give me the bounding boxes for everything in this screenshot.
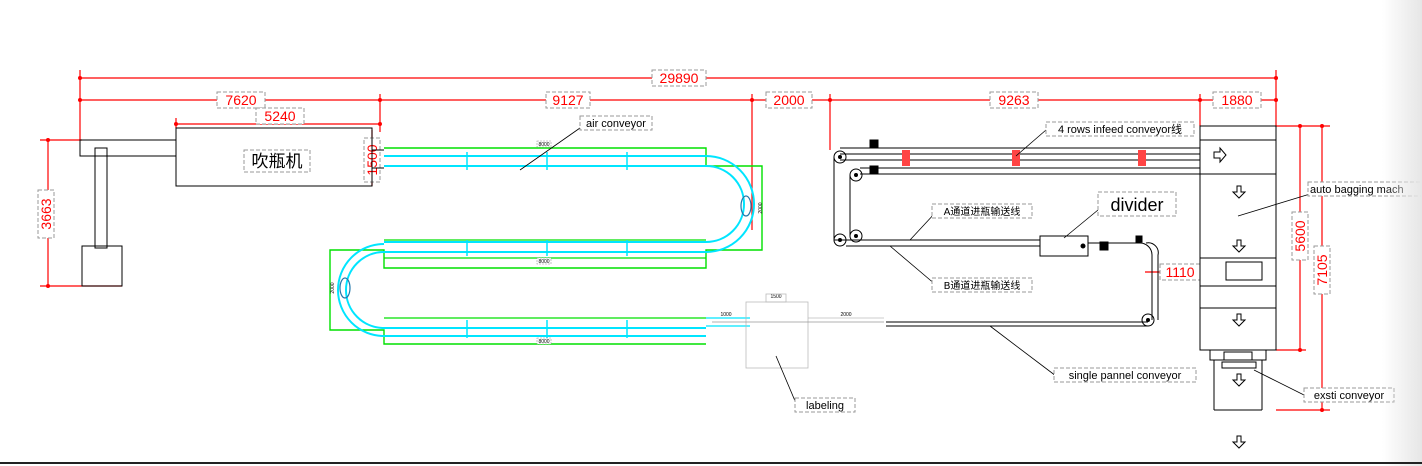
svg-text:1110: 1110 [1165, 264, 1194, 280]
dimension-label-divider-offset: 1110 [1159, 263, 1201, 281]
svg-text:9263: 9263 [998, 92, 1029, 108]
svg-text:3663: 3663 [38, 198, 54, 229]
dimension-label-left-height: 3663 [37, 189, 55, 239]
svg-text:divider: divider [1110, 195, 1163, 215]
dimension-arrows [46, 76, 1324, 412]
page-edge-shadow [1382, 0, 1422, 466]
svg-text:8000: 8000 [538, 142, 549, 148]
dimension-label-bag: 1880 [1212, 91, 1262, 109]
dimension-label-blow: 7620 [216, 91, 266, 109]
exit-conveyor-label: exsti conveyor [1253, 369, 1395, 403]
svg-text:B通道进瓶输送线: B通道进瓶输送线 [944, 279, 1021, 292]
dimension-label-bag-height: 5600 [1291, 211, 1309, 261]
svg-text:4 rows infeed conveyor线: 4 rows infeed conveyor线 [1058, 122, 1182, 136]
svg-text:7105: 7105 [1314, 254, 1330, 285]
svg-text:1500: 1500 [770, 294, 781, 300]
dimension-label-gap: 2000 [765, 91, 813, 109]
dimension-label-air: 9127 [545, 91, 591, 109]
svg-text:air conveyor: air conveyor [586, 118, 646, 130]
infeed-label: 4 rows infeed conveyor线 [1015, 121, 1195, 157]
infeed-red-rollers [902, 150, 1146, 166]
svg-text:9127: 9127 [552, 92, 583, 108]
svg-text:1000: 1000 [720, 312, 731, 318]
svg-text:2000: 2000 [758, 202, 764, 213]
svg-text:single pannel conveyor: single pannel conveyor [1069, 370, 1182, 382]
blow-machine [79, 127, 384, 287]
single-pannel-label: single pannel conveyor [989, 325, 1197, 383]
svg-text:2000: 2000 [773, 92, 804, 108]
svg-text:labeling: labeling [806, 400, 844, 412]
svg-text:1880: 1880 [1221, 92, 1252, 108]
svg-text:A通道进瓶输送线: A通道进瓶输送线 [944, 205, 1021, 218]
labeling-label: labeling [794, 397, 856, 413]
b-channel-label: B通道进瓶输送线 [889, 245, 1033, 293]
svg-text:5240: 5240 [264, 108, 295, 124]
svg-text:29890: 29890 [660, 70, 699, 86]
svg-text:7620: 7620 [225, 92, 256, 108]
auto-bagging-machine [1199, 125, 1277, 411]
svg-text:8000: 8000 [538, 339, 549, 345]
svg-text:吹瓶机: 吹瓶机 [252, 152, 303, 172]
svg-text:2000: 2000 [840, 312, 851, 318]
svg-text:8000: 8000 [538, 259, 549, 265]
labeling-machine [712, 293, 884, 409]
dimension-label-overall: 29890 [651, 69, 707, 87]
a-channel-label: A通道进瓶输送线 [909, 203, 1033, 241]
air-conveyor-small-dims: 8000 8000 8000 2000 2000 1000 1500 2000 [330, 140, 852, 345]
blow-machine-label: 吹瓶机 [243, 149, 311, 173]
svg-text:2000: 2000 [330, 282, 336, 293]
flow-arrows [1213, 146, 1247, 449]
dimension-label-infeed: 9263 [989, 91, 1039, 109]
bottom-border [0, 462, 1422, 464]
dimension-label-inner-blow: 5240 [255, 107, 305, 125]
air-conveyor [329, 147, 763, 345]
infeed-conveyor [833, 139, 1200, 327]
dimension-label-bag-total: 7105 [1313, 245, 1331, 295]
svg-text:auto bagging mach: auto bagging mach [1310, 184, 1404, 196]
divider-label: divider [1063, 191, 1177, 239]
svg-text:exsti conveyor: exsti conveyor [1314, 390, 1385, 402]
svg-text:5600: 5600 [1292, 220, 1308, 251]
air-conveyor-label: air conveyor [519, 115, 653, 171]
